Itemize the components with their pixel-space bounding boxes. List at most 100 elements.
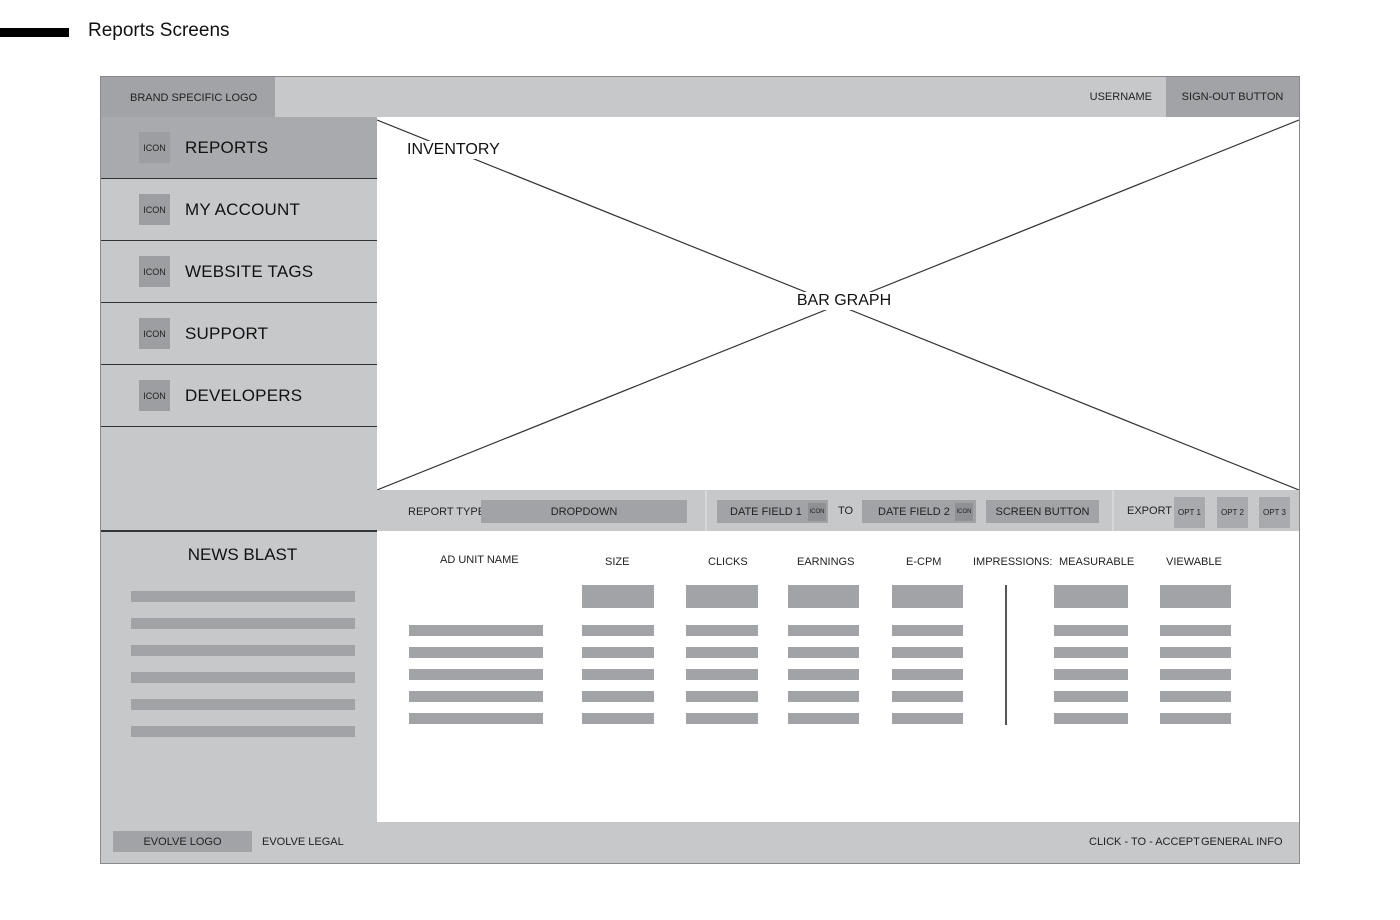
graph-title: INVENTORY	[405, 141, 502, 159]
date-field-2[interactable]: DATE FIELD 2	[862, 500, 976, 523]
sidebar-item-label: SUPPORT	[185, 323, 269, 343]
column-header-clicks: CLICKS	[708, 556, 748, 568]
impressions-divider	[1005, 585, 1007, 725]
news-item[interactable]	[131, 591, 355, 602]
news-item[interactable]	[131, 672, 355, 683]
toolbar-divider	[705, 490, 707, 531]
news-item[interactable]	[131, 726, 355, 737]
sidebar-item-label: DEVELOPERS	[185, 385, 303, 405]
table-cell	[582, 691, 654, 702]
table-cell	[582, 647, 654, 658]
calendar-icon[interactable]: ICON	[808, 503, 826, 521]
news-blast-list	[131, 591, 355, 753]
top-header: BRAND SPECIFIC LOGO USERNAME SIGN-OUT BU…	[101, 77, 1299, 117]
measurable-filter-box[interactable]	[1054, 585, 1128, 608]
column-header-viewable: VIEWABLE	[1166, 556, 1222, 568]
table-cell	[1160, 669, 1231, 680]
column-header-ecpm: E-CPM	[906, 556, 942, 568]
sidebar-item-developers[interactable]: ICON DEVELOPERS	[101, 365, 377, 427]
sidebar-item-my-account[interactable]: ICON MY ACCOUNT	[101, 179, 377, 241]
table-cell	[1160, 713, 1231, 724]
heading-bar	[0, 28, 69, 37]
table-cell	[686, 691, 758, 702]
sidebar-divider	[101, 530, 377, 532]
table-cell	[1054, 669, 1128, 680]
ecpm-filter-box[interactable]	[892, 585, 963, 608]
table-cell	[892, 647, 963, 658]
news-item[interactable]	[131, 618, 355, 629]
table-cell	[788, 691, 859, 702]
table-cell	[582, 625, 654, 636]
table-cell	[892, 669, 963, 680]
export-option-1[interactable]: OPT 1	[1174, 497, 1205, 528]
table-cell	[1160, 625, 1231, 636]
click-to-accept-link[interactable]: CLICK - TO - ACCEPT	[1089, 836, 1200, 848]
news-blast-title: NEWS BLAST	[187, 545, 298, 564]
evolve-legal-link[interactable]: EVOLVE LEGAL	[262, 836, 344, 848]
date-field-1-label: DATE FIELD 1	[730, 505, 802, 518]
date-field-2-label: DATE FIELD 2	[878, 505, 950, 518]
table-cell	[1054, 647, 1128, 658]
table-cell	[1054, 713, 1128, 724]
table-cell	[686, 647, 758, 658]
username-label: USERNAME	[1089, 91, 1152, 103]
page-title: Reports Screens	[88, 20, 230, 41]
sidebar: ICON REPORTS ICON MY ACCOUNT ICON WEBSIT…	[101, 117, 377, 822]
general-info-link[interactable]: GENERAL INFO	[1201, 836, 1283, 848]
column-header-measurable: MEASURABLE	[1059, 556, 1135, 568]
sidebar-nav: ICON REPORTS ICON MY ACCOUNT ICON WEBSIT…	[101, 117, 377, 427]
table-cell	[409, 713, 543, 724]
viewable-filter-box[interactable]	[1160, 585, 1231, 608]
export-option-2[interactable]: OPT 2	[1217, 497, 1248, 528]
sidebar-item-reports[interactable]: ICON REPORTS	[101, 117, 377, 179]
table-cell	[892, 713, 963, 724]
column-header-size: SIZE	[605, 556, 630, 568]
table-cell	[892, 625, 963, 636]
developers-icon: ICON	[139, 380, 170, 411]
table-cell	[409, 625, 543, 636]
table-cell	[788, 625, 859, 636]
date-field-1[interactable]: DATE FIELD 1	[717, 500, 828, 523]
support-icon: ICON	[139, 318, 170, 349]
news-item[interactable]	[131, 645, 355, 656]
graph-placeholder-label: BAR GRAPH	[787, 292, 901, 310]
news-item[interactable]	[131, 699, 355, 710]
report-toolbar: REPORT TYPE DROPDOWN DATE FIELD 1 ICON T…	[377, 490, 1299, 531]
table-cell	[582, 713, 654, 724]
sidebar-item-label: REPORTS	[185, 137, 269, 157]
table-cell	[1054, 691, 1128, 702]
table-cell	[788, 669, 859, 680]
bar-graph-placeholder: INVENTORY BAR GRAPH	[377, 117, 1299, 490]
table-cell	[582, 669, 654, 680]
sidebar-item-website-tags[interactable]: ICON WEBSITE TAGS	[101, 241, 377, 303]
sidebar-item-label: WEBSITE TAGS	[185, 261, 314, 281]
earnings-filter-box[interactable]	[788, 585, 859, 608]
table-cell	[409, 691, 543, 702]
table-cell	[1054, 625, 1128, 636]
table-cell	[892, 691, 963, 702]
column-header-earnings: EARNINGS	[797, 556, 855, 568]
brand-logo: BRAND SPECIFIC LOGO	[101, 77, 275, 117]
table-cell	[686, 669, 758, 680]
column-header-ad-unit: AD UNIT NAME	[440, 554, 519, 566]
table-cell	[686, 713, 758, 724]
export-option-3[interactable]: OPT 3	[1259, 497, 1290, 528]
evolve-logo: EVOLVE LOGO	[113, 831, 252, 852]
clicks-filter-box[interactable]	[686, 585, 758, 608]
tags-icon: ICON	[139, 256, 170, 287]
table-cell	[788, 713, 859, 724]
calendar-icon[interactable]: ICON	[955, 503, 973, 521]
table-cell	[788, 647, 859, 658]
table-cell	[409, 669, 543, 680]
sign-out-button[interactable]: SIGN-OUT BUTTON	[1166, 77, 1299, 117]
report-type-dropdown[interactable]: DROPDOWN	[481, 500, 687, 523]
footer: EVOLVE LOGO EVOLVE LEGAL CLICK - TO - AC…	[101, 822, 1299, 863]
table-cell	[686, 625, 758, 636]
table-cell	[1160, 647, 1231, 658]
sidebar-item-support[interactable]: ICON SUPPORT	[101, 303, 377, 365]
table-cell	[1160, 691, 1231, 702]
report-table: AD UNIT NAME SIZE CLICKS EARNINGS E-CPM …	[377, 531, 1299, 822]
screen-button[interactable]: SCREEN BUTTON	[986, 500, 1099, 523]
export-label: EXPORT	[1127, 505, 1173, 517]
size-filter-box[interactable]	[582, 585, 654, 608]
